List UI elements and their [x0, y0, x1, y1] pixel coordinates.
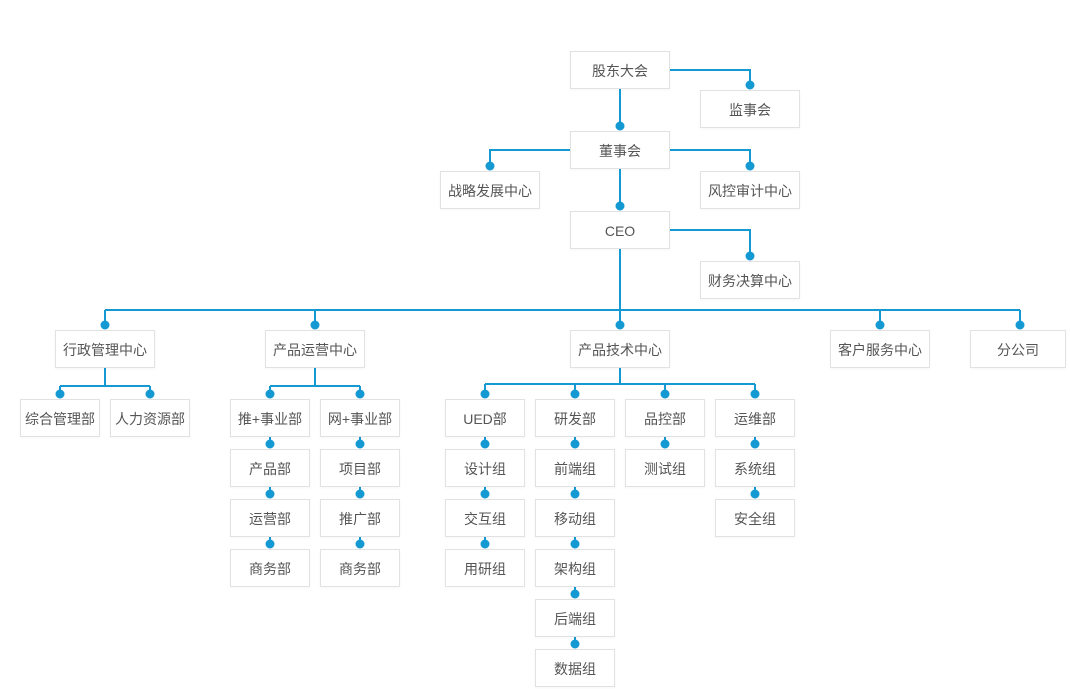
org-node-frontend-group: 前端组 — [535, 449, 615, 487]
org-node-board: 董事会 — [570, 131, 670, 169]
org-node-data-group: 数据组 — [535, 649, 615, 687]
org-node-risk-audit: 风控审计中心 — [700, 171, 800, 209]
org-node-rd-dept: 研发部 — [535, 399, 615, 437]
org-node-tui-division: 推+事业部 — [230, 399, 310, 437]
org-node-finance: 财务决算中心 — [700, 261, 800, 299]
org-node-product-tech-center: 产品技术中心 — [570, 330, 670, 368]
org-node-system-group: 系统组 — [715, 449, 795, 487]
org-node-product-ops-center: 产品运营中心 — [265, 330, 365, 368]
org-node-architecture-group: 架构组 — [535, 549, 615, 587]
org-node-ued-dept: UED部 — [445, 399, 525, 437]
org-node-supervisory: 监事会 — [700, 90, 800, 128]
org-node-hr: 人力资源部 — [110, 399, 190, 437]
org-node-design-group: 设计组 — [445, 449, 525, 487]
org-node-shareholders: 股东大会 — [570, 51, 670, 89]
org-node-ceo: CEO — [570, 211, 670, 249]
org-node-product-dept: 产品部 — [230, 449, 310, 487]
org-node-branch-company: 分公司 — [970, 330, 1066, 368]
org-node-strategy: 战略发展中心 — [440, 171, 540, 209]
org-node-business-dept-1: 商务部 — [230, 549, 310, 587]
org-node-user-research-group: 用研组 — [445, 549, 525, 587]
org-node-backend-group: 后端组 — [535, 599, 615, 637]
org-node-admin-center: 行政管理中心 — [55, 330, 155, 368]
org-node-interaction-group: 交互组 — [445, 499, 525, 537]
org-node-mobile-group: 移动组 — [535, 499, 615, 537]
org-node-wang-division: 网+事业部 — [320, 399, 400, 437]
org-node-security-group: 安全组 — [715, 499, 795, 537]
org-node-operations-dept: 运营部 — [230, 499, 310, 537]
org-node-customer-service-center: 客户服务中心 — [830, 330, 930, 368]
org-node-business-dept-2: 商务部 — [320, 549, 400, 587]
org-node-project-dept: 项目部 — [320, 449, 400, 487]
org-node-general-mgmt: 综合管理部 — [20, 399, 100, 437]
org-node-qc-dept: 品控部 — [625, 399, 705, 437]
org-node-promotion-dept: 推广部 — [320, 499, 400, 537]
org-node-ops-dept: 运维部 — [715, 399, 795, 437]
org-node-testing-group: 测试组 — [625, 449, 705, 487]
